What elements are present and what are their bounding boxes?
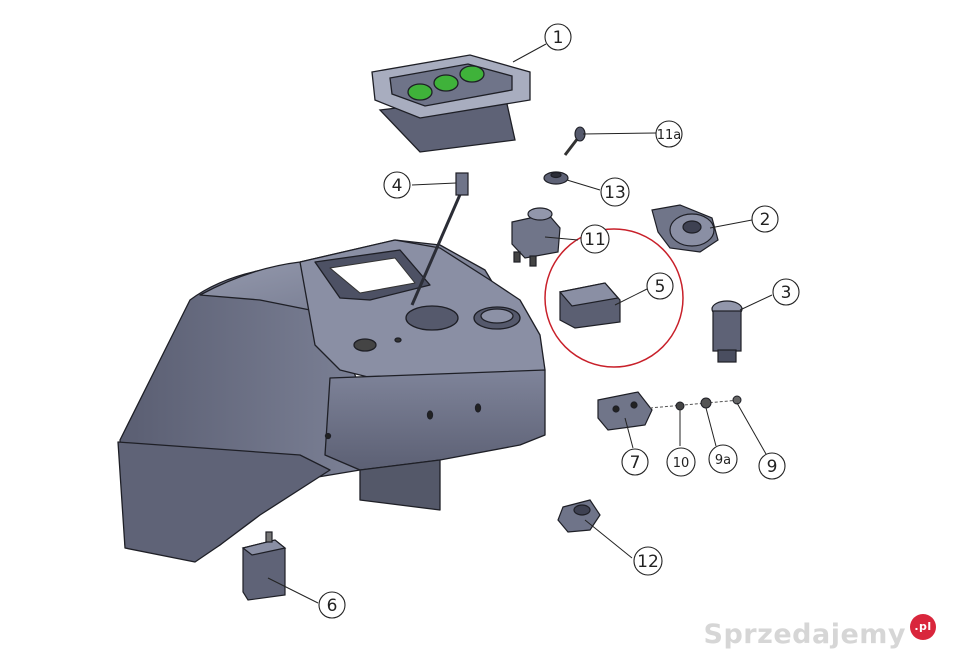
console-housing: [117, 239, 546, 563]
console-left-lower-face: [117, 441, 331, 563]
green-switch-3: [459, 65, 485, 83]
callout-13: 13: [600, 177, 630, 207]
cup-holder-left: [405, 305, 459, 331]
svg-text:2: 2: [760, 210, 771, 230]
callout-3: 3: [772, 278, 800, 306]
callout-9a: 9a: [708, 444, 738, 474]
callout-4: 4: [383, 171, 411, 199]
svg-text:1: 1: [553, 28, 564, 48]
callout-2: 2: [751, 205, 779, 233]
part-10-washer: [675, 401, 685, 411]
callout-9: 9: [758, 452, 786, 480]
svg-text:4: 4: [392, 176, 403, 196]
svg-text:9a: 9a: [715, 453, 731, 468]
callouts: 1 2 3 4 5 6 7 9 9a 10 11 11a 12 13: [318, 23, 800, 619]
svg-text:12: 12: [637, 552, 659, 572]
svg-text:7: 7: [630, 453, 641, 473]
callout-11a: 11a: [655, 120, 683, 148]
part-2-rotary-switch: [651, 204, 719, 253]
part-4-lever-rod: [410, 172, 469, 306]
svg-text:10: 10: [673, 456, 690, 471]
fasteners: [649, 395, 742, 411]
watermark-text: Sprzedajemy: [703, 619, 906, 650]
callout-7: 7: [621, 448, 649, 476]
part-3-socket: [711, 300, 743, 363]
leader-lines: [267, 43, 773, 604]
console-lower-skirt: [359, 459, 441, 511]
green-switch-1: [407, 83, 433, 101]
green-switch-2: [433, 74, 459, 92]
svg-text:11a: 11a: [657, 128, 682, 143]
part-13-ring-nut: [543, 171, 569, 185]
svg-text:6: 6: [327, 596, 338, 616]
watermark: Sprzedajemy .pl: [703, 613, 936, 650]
svg-text:5: 5: [655, 277, 666, 297]
part-11a-key: [563, 126, 586, 156]
part-7-plate: [597, 391, 653, 431]
part-6-block: [241, 531, 287, 601]
svg-text:3: 3: [781, 283, 792, 303]
highlight-ring-part-5: [544, 228, 684, 368]
callout-6: 6: [318, 591, 346, 619]
callout-1: 1: [544, 23, 572, 51]
part-5-cover: [558, 282, 621, 329]
svg-text:13: 13: [604, 183, 626, 203]
callout-10: 10: [666, 447, 696, 477]
part-11-ignition-switch: [511, 207, 561, 267]
callout-11: 11: [580, 224, 610, 254]
panel-hole-large: [353, 338, 377, 352]
svg-text:11: 11: [584, 230, 606, 250]
callout-5: 5: [646, 272, 674, 300]
part-1-switch-panel: [371, 54, 531, 153]
callout-12: 12: [633, 546, 663, 576]
part-9-bolt-head: [732, 395, 742, 405]
part-9a-nut: [700, 397, 712, 409]
watermark-badge: .pl: [910, 613, 936, 640]
console-front-panel: [324, 369, 546, 471]
svg-text:9: 9: [767, 457, 778, 477]
